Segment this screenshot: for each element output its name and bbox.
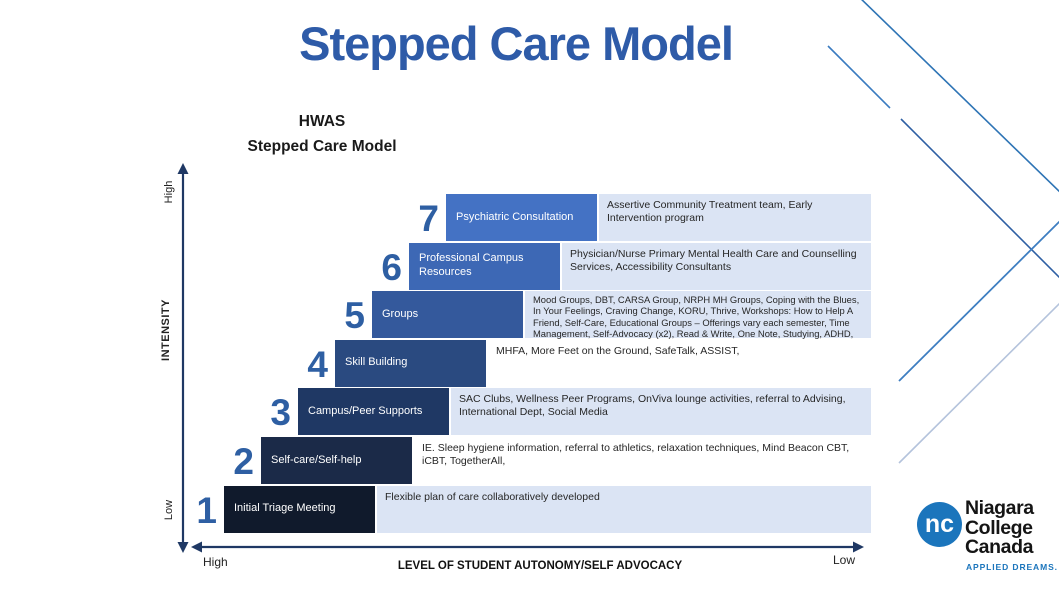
step-description: SAC Clubs, Wellness Peer Programs, OnViv…	[451, 388, 871, 436]
logo-name-line2: College	[965, 516, 1033, 539]
step-box: Campus/Peer Supports	[298, 388, 449, 436]
diagram-heading-line1: HWAS	[298, 113, 346, 130]
step-box: Groups	[372, 291, 523, 339]
step-description: IE. Sleep hygiene information, referral …	[422, 442, 850, 468]
step-description: Flexible plan of care collaboratively de…	[377, 485, 871, 533]
step-number: 1	[196, 489, 217, 531]
step-row: 5 Groups Mood Groups, DBT, CARSA Group, …	[0, 291, 1059, 339]
step-number: 2	[233, 441, 254, 482]
logo-name-line3: Canada	[965, 536, 1034, 558]
step-box: Psychiatric Consultation	[446, 194, 597, 241]
step-box: Self-care/Self-help	[261, 437, 412, 484]
step-number: 7	[418, 198, 439, 239]
step-label: Psychiatric Consultation	[456, 210, 574, 223]
step-row: 6 Professional Campus Resources Physicia…	[0, 242, 1059, 290]
logo-name: Niagara College Canada	[965, 497, 1034, 558]
step-row: 1 Initial Triage Meeting Flexible plan o…	[0, 485, 1059, 533]
slide-title: Stepped Care Model	[299, 17, 734, 70]
step-number: 6	[381, 246, 402, 288]
step-row: 7 Psychiatric Consultation Assertive Com…	[0, 194, 1059, 241]
step-number: 3	[270, 392, 291, 434]
logo-tagline: APPLIED DREAMS.	[966, 562, 1058, 572]
logo-name-line1: Niagara	[965, 497, 1034, 519]
step-box: Skill Building	[335, 339, 486, 387]
step-label: Campus/Peer Supports	[308, 405, 423, 418]
step-label: Professional Campus Resources	[419, 252, 524, 279]
step-description: Physician/Nurse Primary Mental Health Ca…	[562, 242, 871, 290]
nc-logo-icon: nc	[917, 502, 962, 547]
step-label: Self-care/Self-help	[271, 453, 362, 466]
step-description: Assertive Community Treatment team, Earl…	[599, 194, 871, 241]
step-label: Skill Building	[345, 356, 408, 369]
x-axis-low-label: Low	[833, 553, 856, 567]
step-description: Mood Groups, DBT, CARSA Group, NRPH MH G…	[525, 291, 871, 339]
step-box: Professional Campus Resources	[409, 242, 560, 290]
step-box: Initial Triage Meeting	[224, 485, 375, 533]
diagram-heading-line2: Stepped Care Model	[247, 137, 397, 155]
diagram-heading: HWAS Stepped Care Model	[222, 110, 422, 160]
step-row: 4 Skill Building MHFA, More Feet on the …	[0, 339, 1059, 387]
step-description: MHFA, More Feet on the Ground, SafeTalk,…	[496, 344, 740, 357]
x-axis-high-label: High	[203, 555, 228, 569]
step-label: Groups	[382, 307, 419, 320]
step-number: 5	[344, 295, 365, 337]
step-row: 2 Self-care/Self-help IE. Sleep hygiene …	[0, 437, 1059, 484]
x-axis-arrow	[191, 541, 864, 553]
step-row: 3 Campus/Peer Supports SAC Clubs, Wellne…	[0, 388, 1059, 436]
step-label: Initial Triage Meeting	[234, 502, 336, 515]
x-axis-title: LEVEL OF STUDENT AUTONOMY/SELF ADVOCACY	[397, 560, 683, 572]
step-number: 4	[307, 343, 328, 385]
